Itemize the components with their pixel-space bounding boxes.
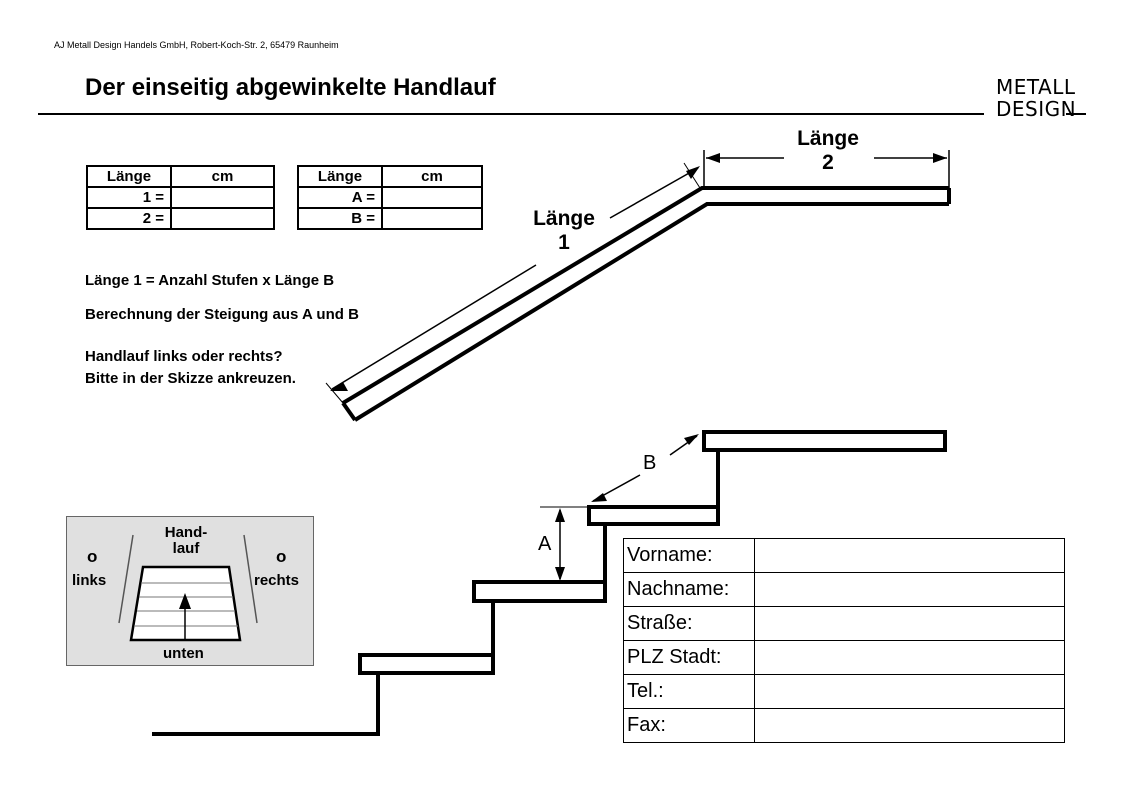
formula-note: Länge 1 = Anzahl Stufen x Länge B: [85, 272, 335, 289]
slope-note: Berechnung der Steigung aus A und B: [85, 306, 359, 323]
laenge2-arrowhead-left: [706, 153, 720, 163]
laenge1-label: Länge 1: [522, 207, 606, 255]
form-row: Fax:: [623, 708, 1065, 743]
header-rule-right: [1066, 113, 1086, 115]
input-cell-laenge-1[interactable]: [170, 186, 275, 209]
question-note: Handlauf links oder rechts?: [85, 348, 283, 365]
company-address: AJ Metall Design Handels GmbH, Robert-Ko…: [54, 40, 339, 50]
table-header-laenge: Länge: [86, 165, 172, 188]
table-row-label: 2 =: [86, 207, 172, 230]
form-row: Nachname:: [623, 572, 1065, 607]
vorname-field[interactable]: [754, 538, 1065, 573]
fax-field[interactable]: [754, 708, 1065, 743]
handlauf-word-2: lauf: [172, 540, 200, 557]
laenge1-extension-bottom: [325, 382, 344, 404]
rechts-label: rechts: [254, 572, 300, 589]
form-label-tel: Tel.:: [623, 674, 755, 709]
form-label-nachname: Nachname:: [623, 572, 755, 607]
form-row: Tel.:: [623, 674, 1065, 709]
left-handrail-mark: [118, 534, 134, 624]
length-table-a-b: Länge cm A = B =: [297, 165, 483, 230]
page-title: Der einseitig abgewinkelte Handlauf: [85, 74, 496, 101]
instruction-note: Bitte in der Skizze ankreuzen.: [85, 370, 296, 387]
plz-stadt-field[interactable]: [754, 640, 1065, 675]
table-header-cm: cm: [381, 165, 483, 188]
handrail-sloped-part: [341, 186, 949, 405]
logo-line-1: METALL: [996, 75, 1076, 99]
table-header-cm: cm: [170, 165, 275, 188]
form-label-strasse: Straße:: [623, 606, 755, 641]
header-rule: [38, 113, 984, 115]
handrail-side-inset: Hand- lauf o links o rechts unten: [66, 516, 314, 666]
form-row: Straße:: [623, 606, 1065, 641]
b-arrowhead-upper: [684, 434, 699, 445]
laenge1-number: 1: [558, 231, 570, 254]
laenge2-word: Länge: [797, 127, 859, 150]
links-label: links: [72, 572, 107, 589]
laenge1-word: Länge: [533, 207, 595, 230]
laenge1-extension-top: [683, 162, 701, 189]
laenge1-arrowhead-bottom: [330, 382, 348, 391]
table-row-label: B =: [297, 207, 383, 230]
laenge2-arrowhead-right: [933, 153, 947, 163]
laenge1-dimension-upper: [609, 167, 699, 219]
laenge1-arrowhead-top: [686, 166, 700, 179]
right-handrail-mark: [243, 534, 258, 624]
a-arrowhead-bottom: [555, 567, 565, 581]
handlauf-label: Hand- lauf: [157, 525, 215, 557]
input-cell-laenge-2[interactable]: [170, 207, 275, 230]
laenge1-dimension-lower: [331, 264, 537, 390]
stair-tread-3: [587, 505, 720, 526]
input-cell-a[interactable]: [381, 186, 483, 209]
direction-arrowhead: [179, 593, 191, 609]
stair-tread-2: [472, 580, 607, 603]
dimension-a-label: A: [538, 533, 552, 555]
logo-line-2: DESIGN: [996, 97, 1077, 121]
laenge2-number: 2: [822, 151, 834, 174]
input-cell-b[interactable]: [381, 207, 483, 230]
stair-tread-1: [358, 653, 495, 675]
metall-design-logo: METALL DESIGN: [996, 76, 1076, 120]
form-label-fax: Fax:: [623, 708, 755, 743]
radio-left[interactable]: o: [87, 547, 98, 566]
table-row-label: A =: [297, 186, 383, 209]
form-label-plz-stadt: PLZ Stadt:: [623, 640, 755, 675]
nachname-field[interactable]: [754, 572, 1065, 607]
dimension-b-label: B: [643, 452, 657, 474]
stair-tread-4: [702, 430, 947, 452]
form-row: PLZ Stadt:: [623, 640, 1065, 675]
handrail-lower-edge: [353, 202, 949, 422]
a-arrowhead-top: [555, 508, 565, 522]
table-header-laenge: Länge: [297, 165, 383, 188]
b-arrowhead-lower: [591, 493, 607, 502]
handrail-end-left: [341, 401, 357, 422]
strasse-field[interactable]: [754, 606, 1065, 641]
laenge2-label: Länge 2: [786, 127, 870, 175]
form-row: Vorname:: [623, 538, 1065, 573]
form-label-vorname: Vorname:: [623, 538, 755, 573]
table-row-label: 1 =: [86, 186, 172, 209]
tel-field[interactable]: [754, 674, 1065, 709]
radio-right[interactable]: o: [276, 547, 287, 566]
unten-label: unten: [163, 645, 204, 662]
handlauf-word-1: Hand-: [164, 524, 208, 541]
length-table-1-2: Länge cm 1 = 2 =: [86, 165, 275, 230]
contact-form: Vorname: Nachname: Straße: PLZ Stadt: Te…: [623, 538, 1065, 743]
stair-top-view-sketch: [118, 534, 258, 642]
